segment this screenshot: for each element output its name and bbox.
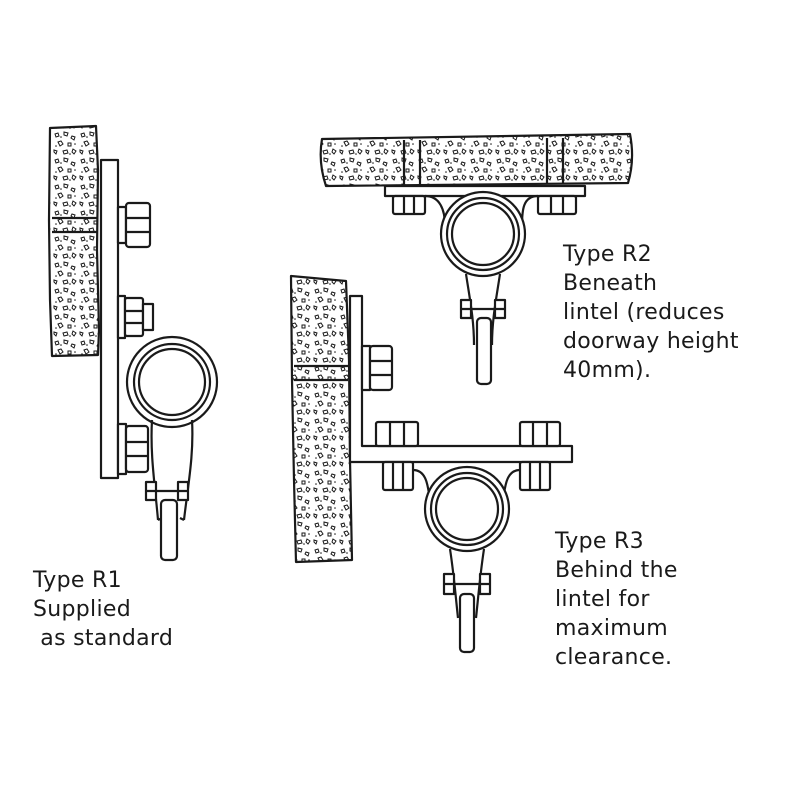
r3-caption-line: lintel for xyxy=(555,587,650,612)
r1-back-plate xyxy=(99,158,120,480)
r1-middle-nut xyxy=(116,294,155,340)
r3-top-right-nut xyxy=(518,420,562,448)
r2-caption-line: Beneath xyxy=(563,271,658,296)
r3-concrete-wall xyxy=(289,274,354,564)
r2-caption-line: 40mm). xyxy=(563,358,652,383)
r3-bottom-left-nut xyxy=(381,460,415,492)
r2-caption-line: doorway height xyxy=(563,329,739,354)
r3-caption-line: Type R3 xyxy=(555,529,644,554)
r2-caption-line: lintel (reduces xyxy=(563,300,725,325)
r3-bottom-right-nut xyxy=(518,460,552,492)
type-r2-bracket xyxy=(319,132,634,386)
r3-angle-bracket xyxy=(348,294,574,464)
r3-pipe-clamp xyxy=(423,465,511,553)
r2-concrete-lintel xyxy=(319,132,634,188)
r2-left-nut xyxy=(391,194,427,216)
r1-drop-rod xyxy=(159,498,179,562)
r3-caption-line: Behind the xyxy=(555,558,678,583)
type-r1-bracket xyxy=(47,124,219,562)
r3-top-left-nut xyxy=(374,420,420,448)
r2-right-nut xyxy=(536,194,578,216)
r3-caption: Type R3 Behind the lintel for maximum cl… xyxy=(555,527,678,672)
r1-pipe-clamp xyxy=(125,335,219,429)
r3-caption-line: clearance. xyxy=(555,645,673,670)
r2-pipe-clamp xyxy=(439,190,527,278)
r1-caption-line: as standard xyxy=(33,626,174,651)
r3-upper-nut xyxy=(360,344,394,392)
r1-caption: Type R1 Supplied as standard xyxy=(33,566,173,653)
r1-lower-nut xyxy=(116,422,150,476)
r3-drop-rod xyxy=(458,592,476,654)
type-r3-bracket xyxy=(289,274,574,654)
r1-caption-line: Type R1 xyxy=(33,568,122,593)
r3-caption-line: maximum xyxy=(555,616,668,641)
r2-caption-line: Type R2 xyxy=(563,242,652,267)
r1-concrete-wall xyxy=(47,124,101,358)
r2-drop-rod xyxy=(475,316,493,386)
r2-caption: Type R2 Beneath lintel (reduces doorway … xyxy=(563,240,739,385)
r1-upper-nut xyxy=(116,201,152,249)
r1-caption-line: Supplied xyxy=(33,597,131,622)
